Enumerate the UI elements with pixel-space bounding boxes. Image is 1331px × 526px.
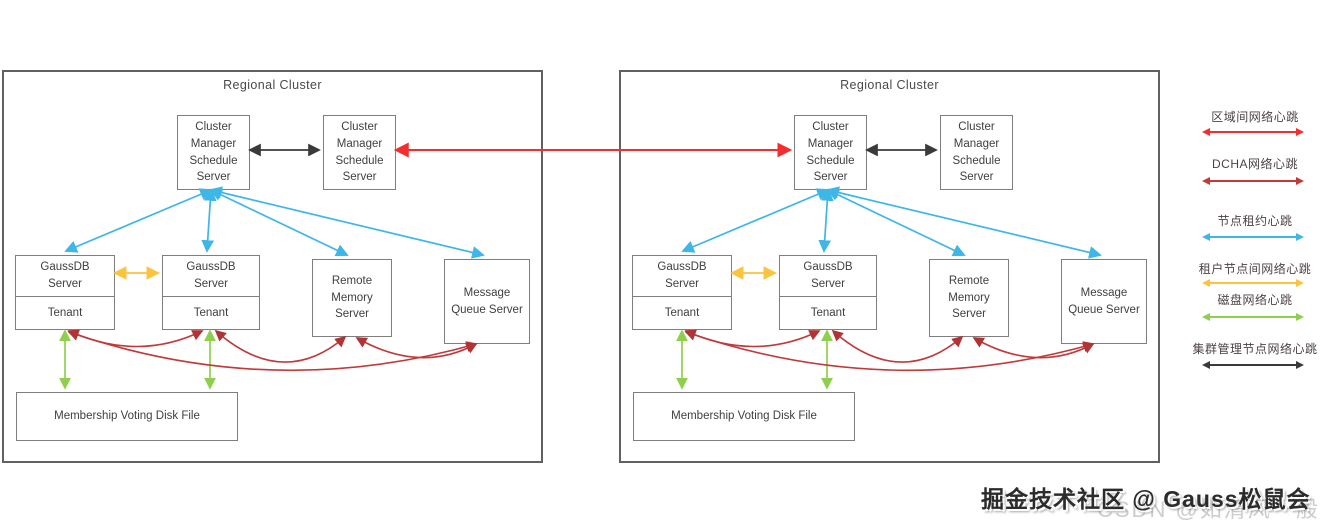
gaussdb-server-label: GaussDB Server	[163, 256, 259, 297]
legend-label-inter-region: 区域间网络心跳	[1211, 110, 1299, 124]
message-queue-server-box: Message Queue Server	[444, 259, 530, 344]
gaussdb-server-2-box: GaussDB Server Tenant	[779, 255, 877, 330]
legend-arrow-inter-region	[1202, 128, 1304, 136]
cluster-title: Regional Cluster	[223, 78, 322, 92]
gaussdb-server-2-box: GaussDB Server Tenant	[162, 255, 260, 330]
gaussdb-server-label: GaussDB Server	[780, 256, 876, 297]
tenant-label: Tenant	[193, 306, 229, 319]
box-label: Cluster Manager Schedule Server	[952, 121, 1001, 184]
legend-label-tenant-internode: 租户节点间网络心跳	[1198, 262, 1312, 276]
gaussdb-server-label: GaussDB Server	[633, 256, 731, 297]
gaussdb-server-label: GaussDB Server	[16, 256, 114, 297]
message-queue-server-box: Message Queue Server	[1061, 259, 1147, 344]
cluster-title: Regional Cluster	[840, 78, 939, 92]
cluster-manager-schedule-server-primary: Cluster Manager Schedule Server	[794, 115, 867, 190]
legend-arrow-node-lease	[1202, 233, 1304, 241]
legend-label-node-lease: 节点租约心跳	[1217, 214, 1293, 228]
legend-arrow-cluster-management	[1202, 361, 1304, 369]
legend-arrow-disk-network	[1202, 313, 1304, 321]
box-label: Cluster Manager Schedule Server	[189, 121, 238, 184]
tenant-label: Tenant	[47, 306, 83, 319]
csdn-watermark: CSDN @如清风一般	[1097, 497, 1320, 522]
community-watermark: 掘金技术社区 @ Gauss松鼠会	[981, 486, 1311, 512]
legend-arrow-tenant-internode	[1202, 279, 1304, 287]
membership-voting-disk-file-box: Membership Voting Disk File	[16, 392, 238, 441]
regional-cluster-frame-2: Regional Cluster Cluster Manager Schedul…	[619, 70, 1160, 463]
cluster-manager-schedule-server-primary: Cluster Manager Schedule Server	[177, 115, 250, 190]
regional-cluster-frame-1: Regional Cluster Cluster Manager Schedul…	[2, 70, 543, 463]
tenant-label: Tenant	[810, 306, 846, 319]
tenant-label: Tenant	[664, 306, 700, 319]
legend-label-disk-network: 磁盘网络心跳	[1217, 293, 1293, 307]
box-label: Cluster Manager Schedule Server	[806, 121, 855, 184]
remote-memory-server-box: Remote Memory Server	[312, 259, 392, 337]
membership-voting-disk-file-box: Membership Voting Disk File	[633, 392, 855, 441]
legend-arrow-dcha	[1202, 177, 1304, 185]
cluster-manager-schedule-server-secondary: Cluster Manager Schedule Server	[940, 115, 1013, 190]
remote-memory-server-box: Remote Memory Server	[929, 259, 1009, 337]
gaussdb-server-1-box: GaussDB Server Tenant	[15, 255, 115, 330]
legend-label-cluster-management: 集群管理节点网络心跳	[1192, 342, 1318, 356]
cluster-manager-schedule-server-secondary: Cluster Manager Schedule Server	[323, 115, 396, 190]
legend-label-dcha: DCHA网络心跳	[1211, 157, 1298, 171]
box-label: Cluster Manager Schedule Server	[335, 121, 384, 184]
gaussdb-server-1-box: GaussDB Server Tenant	[632, 255, 732, 330]
